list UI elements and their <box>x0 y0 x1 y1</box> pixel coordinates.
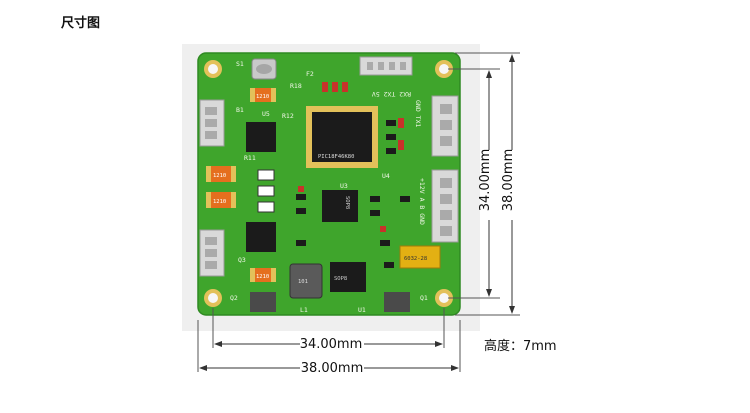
svg-text:1210: 1210 <box>256 94 269 100</box>
resistor-1210-b: 1210 <box>206 166 236 182</box>
passive-components <box>296 120 410 268</box>
top-connector: RX2 TX2 5V <box>359 56 413 98</box>
height-outer-label: 38.00mm <box>501 149 516 212</box>
tactile-switch: S1 <box>236 58 277 80</box>
svg-text:101: 101 <box>298 279 308 285</box>
dim-height-outer: 38.00mm <box>501 54 516 314</box>
switch-label: S1 <box>236 60 244 68</box>
label-u1: U1 <box>358 306 366 314</box>
pcb-board: S1 RX2 TX2 5V GND TX1 +12V A B GND <box>197 52 461 316</box>
svg-text:1210: 1210 <box>256 274 269 280</box>
transistor-q1: Q1 <box>384 292 428 312</box>
thickness-label: 高度：7mm <box>484 338 557 354</box>
svg-text:R11: R11 <box>244 154 256 162</box>
mounting-hole-tl <box>204 60 222 78</box>
svg-text:U4: U4 <box>382 172 390 180</box>
svg-text:L1: L1 <box>300 306 308 314</box>
svg-text:6032-28: 6032-28 <box>404 256 427 262</box>
label-f2: F2 <box>306 70 314 78</box>
resistor-1210-c: 1210 <box>206 192 236 208</box>
svg-text:SOP8: SOP8 <box>334 276 347 282</box>
label-b1: B1 <box>236 106 244 114</box>
svg-text:U5: U5 <box>262 110 270 118</box>
transistor-q2: Q2 <box>230 292 276 312</box>
page-title: 尺寸图 <box>61 16 101 31</box>
label-r18: R18 <box>290 82 302 90</box>
svg-text:1210: 1210 <box>213 173 226 179</box>
top-connector-label: RX2 TX2 5V <box>372 90 411 98</box>
svg-text:SOP8: SOP8 <box>344 196 350 209</box>
svg-text:U3: U3 <box>340 182 348 190</box>
svg-text:Q1: Q1 <box>420 294 428 302</box>
dim-height-inner: 34.00mm <box>478 70 493 297</box>
mounting-hole-tr <box>435 60 453 78</box>
resistor-1210-a: 1210 <box>250 88 276 102</box>
red-resistors <box>298 82 404 232</box>
right-connector-bottom <box>431 169 459 243</box>
leds: R11 <box>244 154 275 213</box>
mcu-marking: PIC18F46K80 <box>318 154 354 160</box>
chip-u5: U5 <box>246 110 276 152</box>
dim-width-outer: 38.00mm <box>199 361 459 376</box>
right-connector-label-b: +12V A B GND <box>418 178 426 225</box>
svg-text:Q3: Q3 <box>238 256 246 264</box>
width-outer-label: 38.00mm <box>301 361 364 376</box>
mounting-hole-bl <box>204 289 222 307</box>
mcu-chip: PIC18F46K80 U4 U3 <box>306 106 390 190</box>
inductor: 101 L1 <box>289 263 323 314</box>
label-r12: R12 <box>282 112 294 120</box>
svg-text:Q2: Q2 <box>230 294 238 302</box>
extension-lines <box>197 52 520 372</box>
height-inner-label: 34.00mm <box>478 149 493 212</box>
mounting-hole-br <box>435 289 453 307</box>
sop8-chip-a: SOP8 <box>322 190 358 222</box>
chip-q3: Q3 <box>238 222 276 264</box>
left-connector-top <box>199 99 225 147</box>
width-inner-label: 34.00mm <box>300 337 363 352</box>
sop8-chip-b: SOP8 <box>330 262 366 292</box>
dim-width-inner: 34.00mm <box>214 337 443 352</box>
right-connector-label-a: GND TX1 <box>414 100 422 127</box>
right-connector-top <box>431 95 459 157</box>
resistor-1210-d: 1210 <box>250 268 276 282</box>
svg-text:1210: 1210 <box>213 199 226 205</box>
left-connector-bottom <box>199 229 225 277</box>
tantalum-capacitor: 6032-28 <box>399 245 441 269</box>
